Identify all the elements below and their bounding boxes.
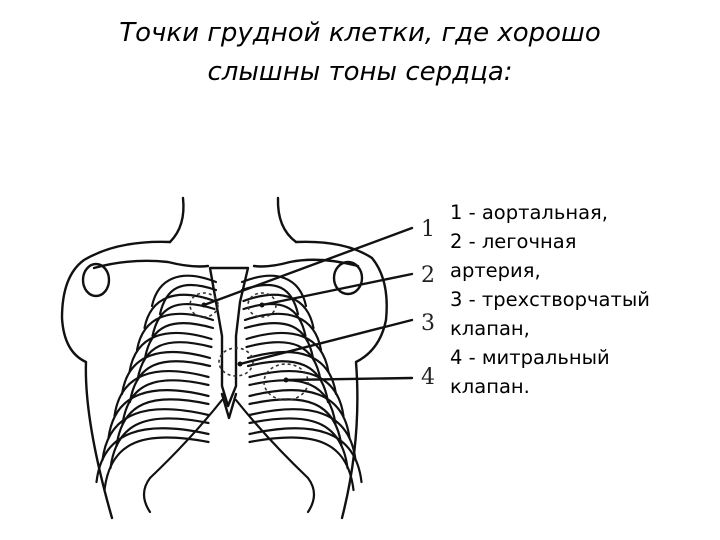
rib-right bbox=[248, 427, 363, 484]
leader-line-2 bbox=[260, 272, 414, 307]
rib-left bbox=[113, 370, 210, 418]
rib-right-inner bbox=[243, 322, 315, 360]
rib-left-inner bbox=[158, 283, 218, 316]
rib-right bbox=[242, 293, 315, 330]
pulmonary-point-circle bbox=[247, 292, 277, 318]
rib-left-inner bbox=[121, 379, 210, 426]
sternum bbox=[208, 266, 250, 408]
leader-line-3 bbox=[238, 318, 414, 366]
rib-right-inner bbox=[242, 302, 307, 338]
legend-line-4: 3 - трехстворчатый bbox=[450, 288, 650, 311]
rib-left bbox=[128, 331, 213, 374]
point-number-1: 1 bbox=[421, 217, 435, 242]
legend-line-3: артерия, bbox=[450, 259, 541, 282]
rib-left bbox=[101, 408, 210, 462]
point-number-2: 2 bbox=[421, 263, 435, 288]
rib-left bbox=[150, 274, 218, 308]
rib-left bbox=[120, 350, 212, 396]
title-line-2: слышны тоны сердца: bbox=[207, 57, 513, 87]
leader-line-1 bbox=[202, 226, 414, 307]
rib-left bbox=[143, 293, 216, 330]
rib-right bbox=[245, 331, 330, 374]
rib-left-inner bbox=[136, 341, 213, 382]
rib-right bbox=[248, 370, 345, 418]
legend-line-5: клапан, bbox=[450, 317, 530, 340]
legend-line-7: клапан. bbox=[450, 375, 530, 398]
point-number-4: 4 bbox=[421, 365, 435, 390]
rib-right bbox=[246, 350, 338, 396]
rib-right bbox=[248, 389, 351, 440]
slide-title: Точки грудной клетки, где хорошо слышны … bbox=[60, 14, 660, 92]
rib-left-inner bbox=[128, 360, 212, 404]
legend: 1 - аортальная, 2 - легочная артерия, 3 … bbox=[450, 198, 715, 401]
shoulder-joint-left bbox=[81, 262, 111, 298]
torso-right-outline bbox=[294, 240, 388, 520]
rib-left-inner bbox=[143, 322, 215, 360]
legend-line-2: 2 - легочная bbox=[450, 230, 577, 253]
costal-margin-left bbox=[142, 398, 224, 514]
rib-right-inner bbox=[246, 360, 330, 404]
rib-right-inner bbox=[248, 379, 337, 426]
rib-right-inner bbox=[248, 398, 343, 448]
rib-left bbox=[107, 389, 210, 440]
xiphoid bbox=[220, 392, 238, 420]
leader-line-4 bbox=[284, 376, 414, 382]
neck-right-line bbox=[276, 196, 298, 244]
costal-margin-right bbox=[234, 398, 316, 514]
rib-left bbox=[95, 427, 210, 484]
legend-line-1: 1 - аортальная, bbox=[450, 201, 608, 224]
clavicle-left bbox=[92, 259, 210, 270]
torso-left-outline bbox=[60, 240, 172, 520]
rib-left-inner bbox=[109, 417, 210, 470]
shoulder-joint-right bbox=[332, 260, 364, 296]
neck-left-line bbox=[168, 196, 185, 244]
point-number-3: 3 bbox=[421, 311, 435, 336]
rib-left-inner bbox=[103, 436, 210, 492]
clavicle-right bbox=[252, 258, 360, 268]
rib-left-inner bbox=[115, 398, 210, 448]
rib-right-inner bbox=[245, 341, 322, 382]
rib-right-inner bbox=[248, 417, 349, 470]
rib-right bbox=[240, 274, 308, 308]
rib-right-inner bbox=[248, 436, 355, 492]
tricuspid-point-circle bbox=[218, 347, 254, 377]
rib-right bbox=[248, 408, 357, 462]
title-line-1: Точки грудной клетки, где хорошо bbox=[119, 18, 601, 48]
aortic-point-circle bbox=[189, 292, 219, 318]
mitral-point-circle bbox=[263, 363, 309, 401]
legend-line-6: 4 - митральный bbox=[450, 346, 610, 369]
